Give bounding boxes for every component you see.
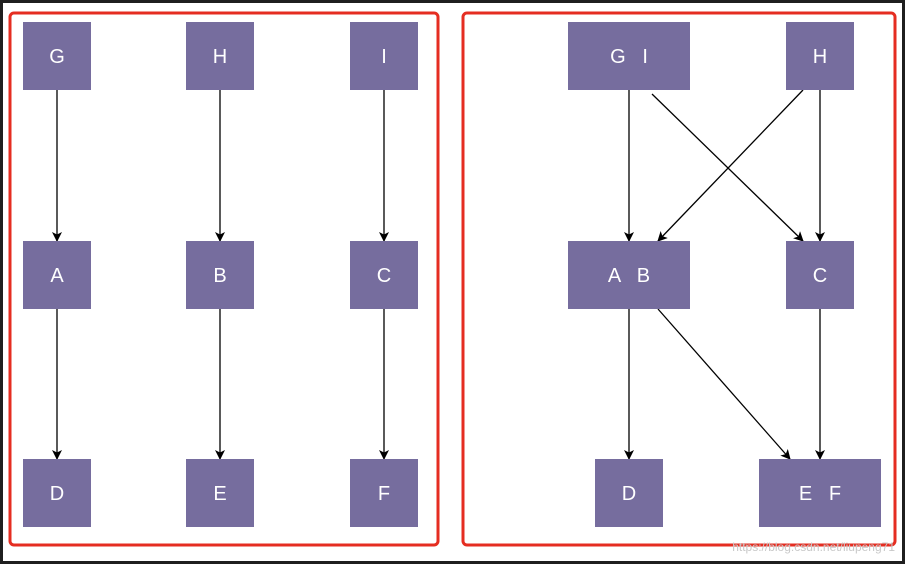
right-node-box-h [786, 22, 854, 90]
left-node-a: A [23, 241, 91, 309]
right-node-d: D [595, 459, 663, 527]
right-node-label-c: C [813, 265, 827, 287]
left-node-e: E [186, 459, 254, 527]
right-node-box-ef [759, 459, 881, 527]
left-node-b: B [186, 241, 254, 309]
left-node-label-b: B [213, 265, 226, 287]
right-node-c: C [786, 241, 854, 309]
right-node-label-ef: E F [799, 483, 841, 505]
right-node-box-d [595, 459, 663, 527]
left-panel-frame [8, 11, 440, 547]
right-node-label-ab: A B [608, 265, 650, 287]
right-panel-nodes: G I H A B C D E F [568, 22, 881, 527]
left-node-c: C [350, 241, 418, 309]
left-node-box-h [186, 22, 254, 90]
right-edge-ab-to-ef [657, 308, 791, 460]
left-node-label-d: D [50, 483, 64, 505]
left-node-box-d [23, 459, 91, 527]
left-node-d: D [23, 459, 91, 527]
right-edge-gi-to-c [651, 93, 804, 242]
left-node-label-g: G [49, 46, 65, 68]
left-node-i: I [350, 22, 418, 90]
right-node-ab: A B [568, 241, 690, 309]
right-edge-h-to-ab [657, 89, 804, 242]
right-node-label-d: D [622, 483, 636, 505]
right-node-box-gi [568, 22, 690, 90]
left-node-label-f: F [378, 483, 390, 505]
right-node-label-gi: G I [610, 46, 648, 68]
left-node-box-a [23, 241, 91, 309]
left-panel-nodes: G H I A B C D E F [23, 22, 418, 527]
right-node-gi: G I [568, 22, 690, 90]
right-node-box-ab [568, 241, 690, 309]
left-node-h: H [186, 22, 254, 90]
right-node-h: H [786, 22, 854, 90]
watermark-url: https://blog.csdn.net/liupeng71 [732, 540, 895, 554]
left-node-box-g [23, 22, 91, 90]
right-node-label-h: H [813, 46, 827, 68]
right-node-box-c [786, 241, 854, 309]
left-node-box-i [350, 22, 418, 90]
left-node-f: F [350, 459, 418, 527]
left-node-label-h: H [213, 46, 227, 68]
left-node-box-b [186, 241, 254, 309]
left-node-label-c: C [377, 265, 391, 287]
right-panel-edges [624, 89, 825, 460]
left-panel-edges [52, 90, 389, 460]
left-node-box-f [350, 459, 418, 527]
left-node-box-e [186, 459, 254, 527]
right-panel-frame [461, 11, 897, 547]
left-node-label-e: E [213, 483, 226, 505]
right-node-ef: E F [759, 459, 881, 527]
left-node-box-c [350, 241, 418, 309]
left-node-label-i: I [381, 46, 387, 68]
left-node-label-a: A [50, 265, 64, 287]
left-node-g: G [23, 22, 91, 90]
